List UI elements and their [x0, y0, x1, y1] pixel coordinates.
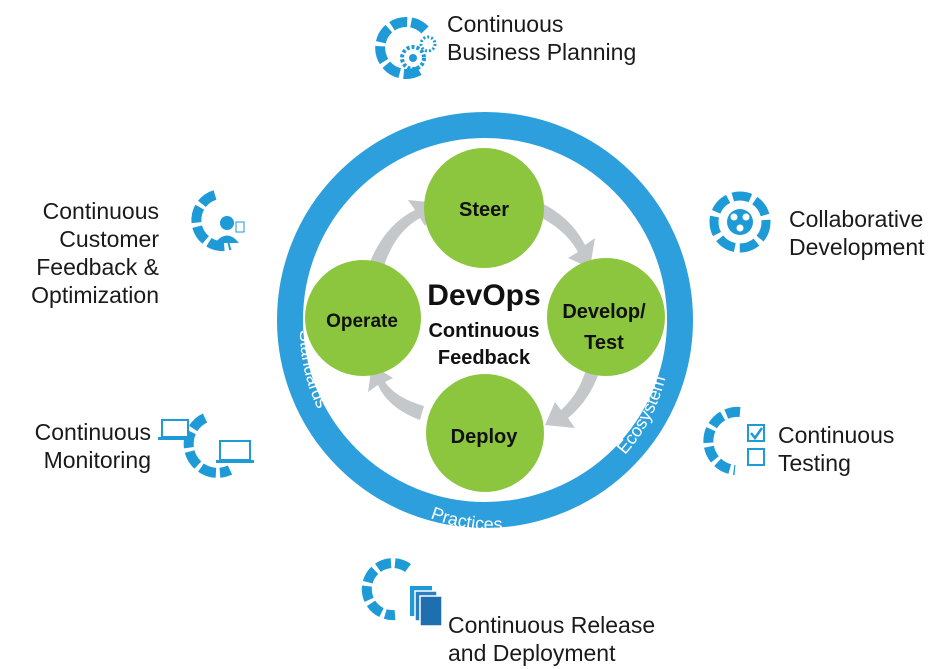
planning-line2: Business Planning — [447, 39, 637, 65]
release-line2: and Deployment — [448, 640, 616, 666]
feedback-line1: Continuous — [42, 198, 159, 224]
center-title: DevOps — [427, 279, 540, 312]
laptops-icon — [158, 413, 254, 478]
planning-line1: Continuous — [447, 11, 564, 37]
label-continuous-monitoring: Continuous Monitoring — [35, 418, 151, 474]
node-develop-label-line1: Develop/ — [562, 301, 646, 323]
node-steer — [424, 148, 544, 268]
feedback-line3: Feedback & — [36, 254, 159, 280]
node-develop-label-line2: Test — [584, 332, 624, 354]
label-continuous-business-planning: Continuous Business Planning — [447, 10, 636, 66]
release-line1: Continuous Release — [448, 612, 656, 638]
node-deploy — [426, 374, 544, 492]
person-icon — [191, 190, 245, 252]
monitoring-line2: Monitoring — [43, 447, 151, 473]
center-subtitle-line1: Continuous — [428, 320, 539, 342]
arrow-deploy-to-operate — [368, 365, 424, 420]
node-operate-label: Operate — [326, 311, 398, 332]
label-continuous-testing: Continuous Testing — [778, 421, 894, 477]
gears-icon — [375, 16, 437, 79]
center-subtitle-line2: Feedback — [438, 347, 531, 369]
collaborative-line2: Development — [789, 234, 925, 260]
feedback-line2: Customer — [59, 226, 159, 252]
label-continuous-release-deployment: Continuous Release and Deployment — [448, 611, 655, 667]
label-collaborative-development: Collaborative Development — [789, 205, 925, 261]
cycle-arrows — [368, 200, 600, 428]
documents-icon — [361, 558, 443, 627]
collaborative-line1: Collaborative — [789, 206, 924, 232]
people-icon — [709, 191, 771, 253]
label-continuous-customer-feedback: Continuous Customer Feedback & Optimizat… — [31, 197, 159, 309]
node-develop-test — [547, 258, 665, 376]
monitoring-line1: Continuous — [34, 419, 151, 445]
node-operate — [305, 260, 421, 376]
outer-ring — [277, 112, 693, 528]
feedback-line4: Optimization — [31, 282, 159, 308]
checkbox-icon — [703, 406, 765, 475]
arrow-steer-to-develop — [532, 200, 595, 268]
testing-line2: Testing — [778, 450, 851, 476]
arrow-operate-to-steer — [370, 200, 438, 266]
testing-line1: Continuous — [778, 422, 895, 448]
arrow-develop-to-deploy — [545, 366, 600, 428]
node-deploy-label: Deploy — [451, 426, 519, 448]
node-steer-label: Steer — [459, 199, 509, 221]
